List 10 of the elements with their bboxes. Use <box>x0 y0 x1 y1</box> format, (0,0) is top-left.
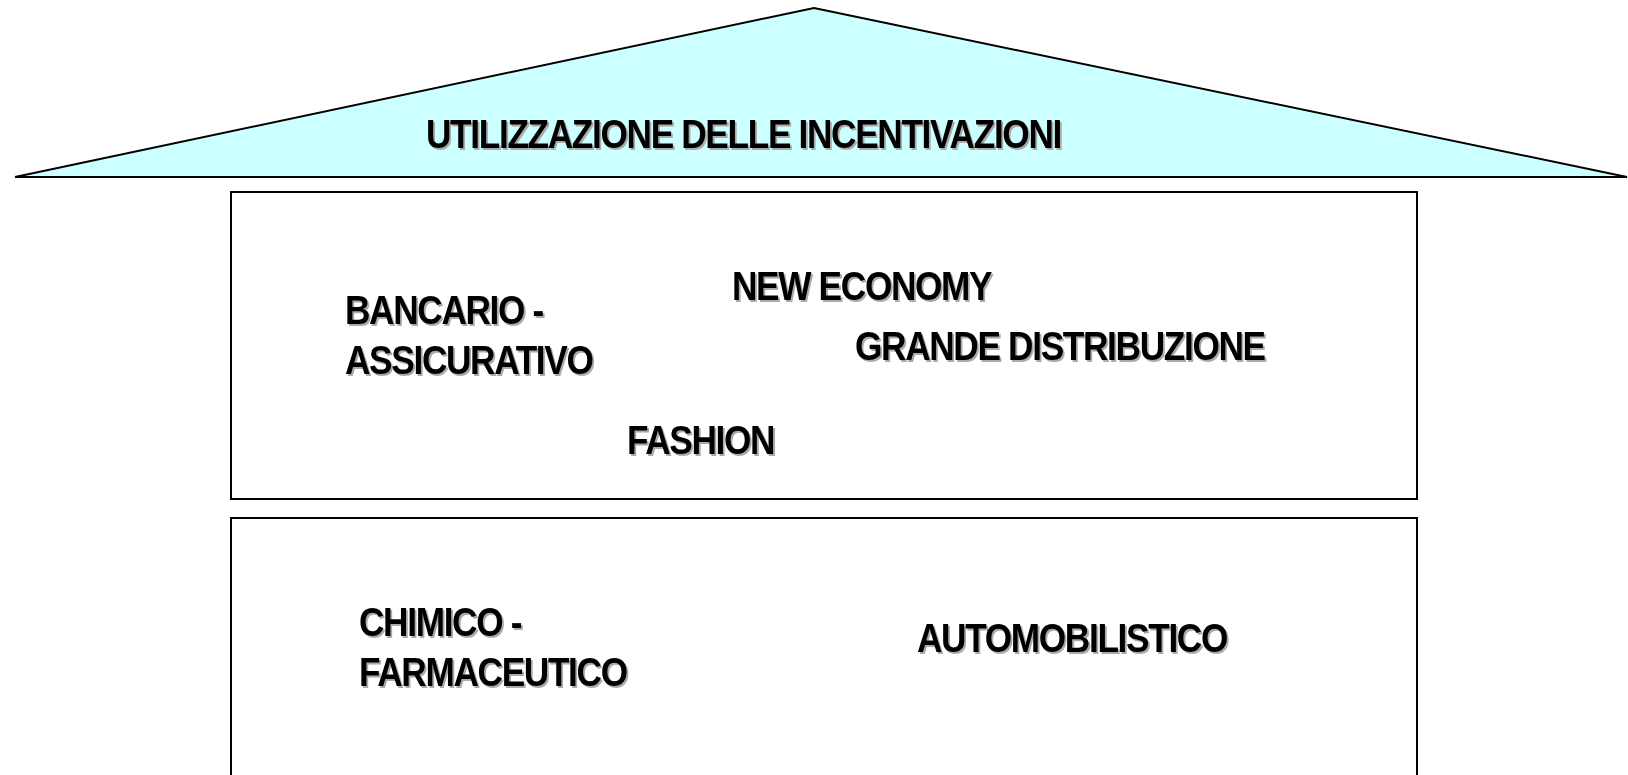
sector-label: FASHION <box>627 417 775 464</box>
sector-label: BANCARIO - ASSICURATIVO <box>345 287 594 384</box>
sector-label: CHIMICO - FARMACEUTICO <box>359 599 628 696</box>
sector-panel <box>230 517 1418 775</box>
sector-label: GRANDE DISTRIBUZIONE <box>855 323 1265 370</box>
roof-triangle <box>14 7 1628 178</box>
sector-label: NEW ECONOMY <box>732 263 992 310</box>
roof-title: UTILIZZAZIONE DELLE INCENTIVAZIONI <box>426 111 1061 158</box>
sector-label: AUTOMOBILISTICO <box>917 615 1228 662</box>
sector-panel <box>230 191 1418 500</box>
